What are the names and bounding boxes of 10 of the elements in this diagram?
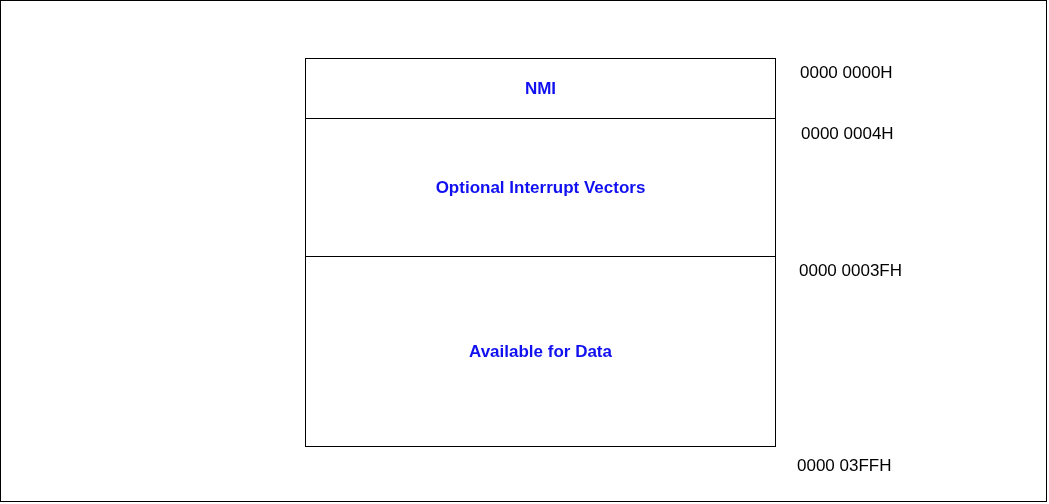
address-label: 0000 03FFH [797, 456, 892, 476]
memory-region [305, 58, 776, 119]
memory-region [305, 256, 776, 447]
region-label: NMI [524, 78, 557, 99]
address-label: 0000 0000H [800, 63, 893, 83]
region-label: Available for Data [469, 341, 612, 362]
address-label: 0000 0004H [801, 124, 894, 144]
memory-region [305, 118, 776, 257]
region-label: Optional Interrupt Vectors [435, 177, 646, 198]
address-label: 0000 0003FH [799, 261, 903, 281]
